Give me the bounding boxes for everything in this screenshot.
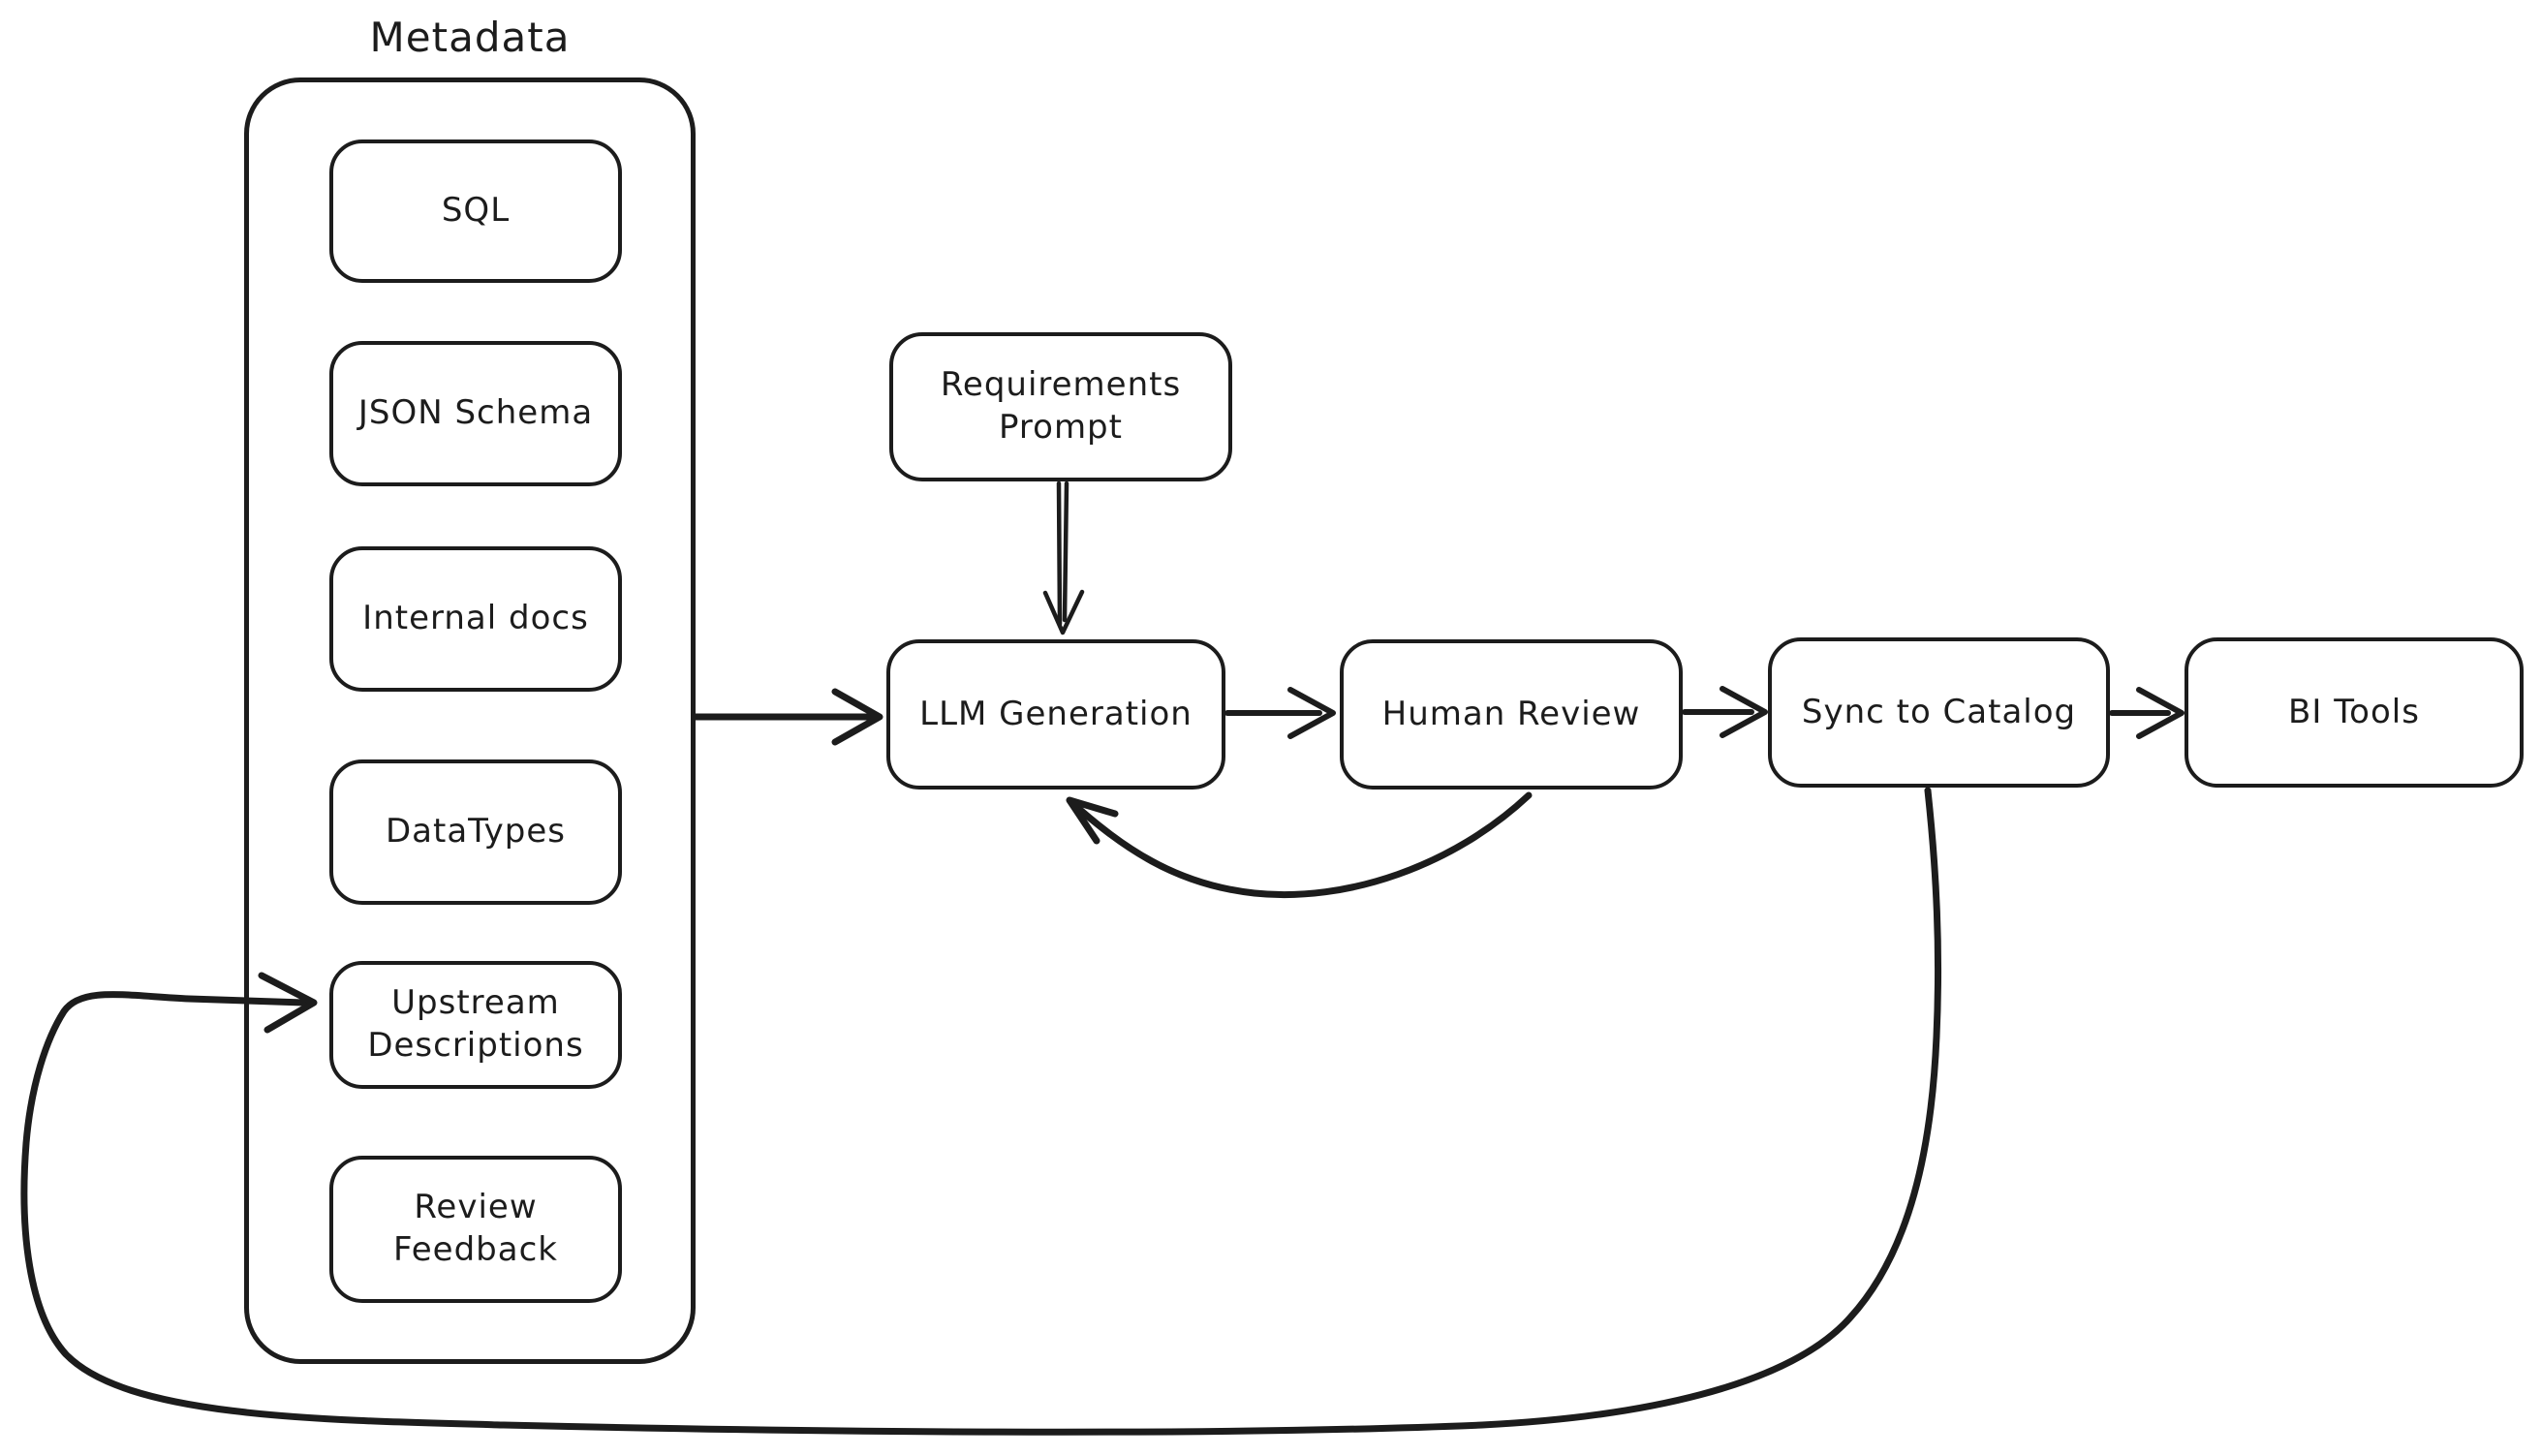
node-requirements-prompt-label: Requirements Prompt [940, 365, 1182, 447]
node-datatypes-label: DataTypes [386, 812, 566, 852]
node-sql: SQL [329, 139, 622, 283]
node-sql-label: SQL [441, 191, 511, 231]
edge-metadata-to-llm-arrowhead [831, 688, 883, 746]
metadata-group-box [244, 77, 696, 1364]
edge-sync-to-bi-arrowhead [2136, 687, 2185, 739]
node-llm-generation: LLM Generation [886, 639, 1225, 790]
edge-reqprompt-to-llm-line [1056, 480, 1063, 627]
edge-reqprompt-to-llm-arrowhead [1042, 589, 1085, 635]
node-upstream-descriptions: Upstream Descriptions [329, 961, 622, 1089]
node-review-feedback-label: Review Feedback [393, 1188, 558, 1269]
node-human-review: Human Review [1340, 639, 1683, 790]
node-json-schema: JSON Schema [329, 341, 622, 486]
edge-human-to-llm-feedback-arrowhead [1066, 796, 1119, 845]
node-bi-tools-label: BI Tools [2288, 692, 2420, 731]
metadata-group-label: Metadata [369, 14, 571, 61]
node-bi-tools: BI Tools [2185, 637, 2524, 788]
node-sync-to-catalog: Sync to Catalog [1768, 637, 2110, 788]
node-human-review-label: Human Review [1381, 694, 1641, 733]
node-sync-to-catalog-label: Sync to Catalog [1801, 692, 2077, 731]
node-review-feedback: Review Feedback [329, 1156, 622, 1303]
node-llm-generation-label: LLM Generation [919, 694, 1193, 733]
edge-reqprompt-to-llm-line2 [1062, 480, 1069, 623]
edge-human-to-sync-arrowhead [1720, 686, 1768, 738]
node-requirements-prompt: Requirements Prompt [889, 332, 1232, 481]
edge-llm-to-human-arrowhead [1287, 687, 1336, 739]
edge-human-to-llm-feedback-line [1069, 791, 1533, 899]
node-upstream-descriptions-label: Upstream Descriptions [367, 983, 584, 1065]
node-datatypes: DataTypes [329, 759, 622, 905]
node-internal-docs: Internal docs [329, 546, 622, 692]
node-json-schema-label: JSON Schema [357, 393, 594, 433]
node-internal-docs-label: Internal docs [362, 599, 589, 638]
